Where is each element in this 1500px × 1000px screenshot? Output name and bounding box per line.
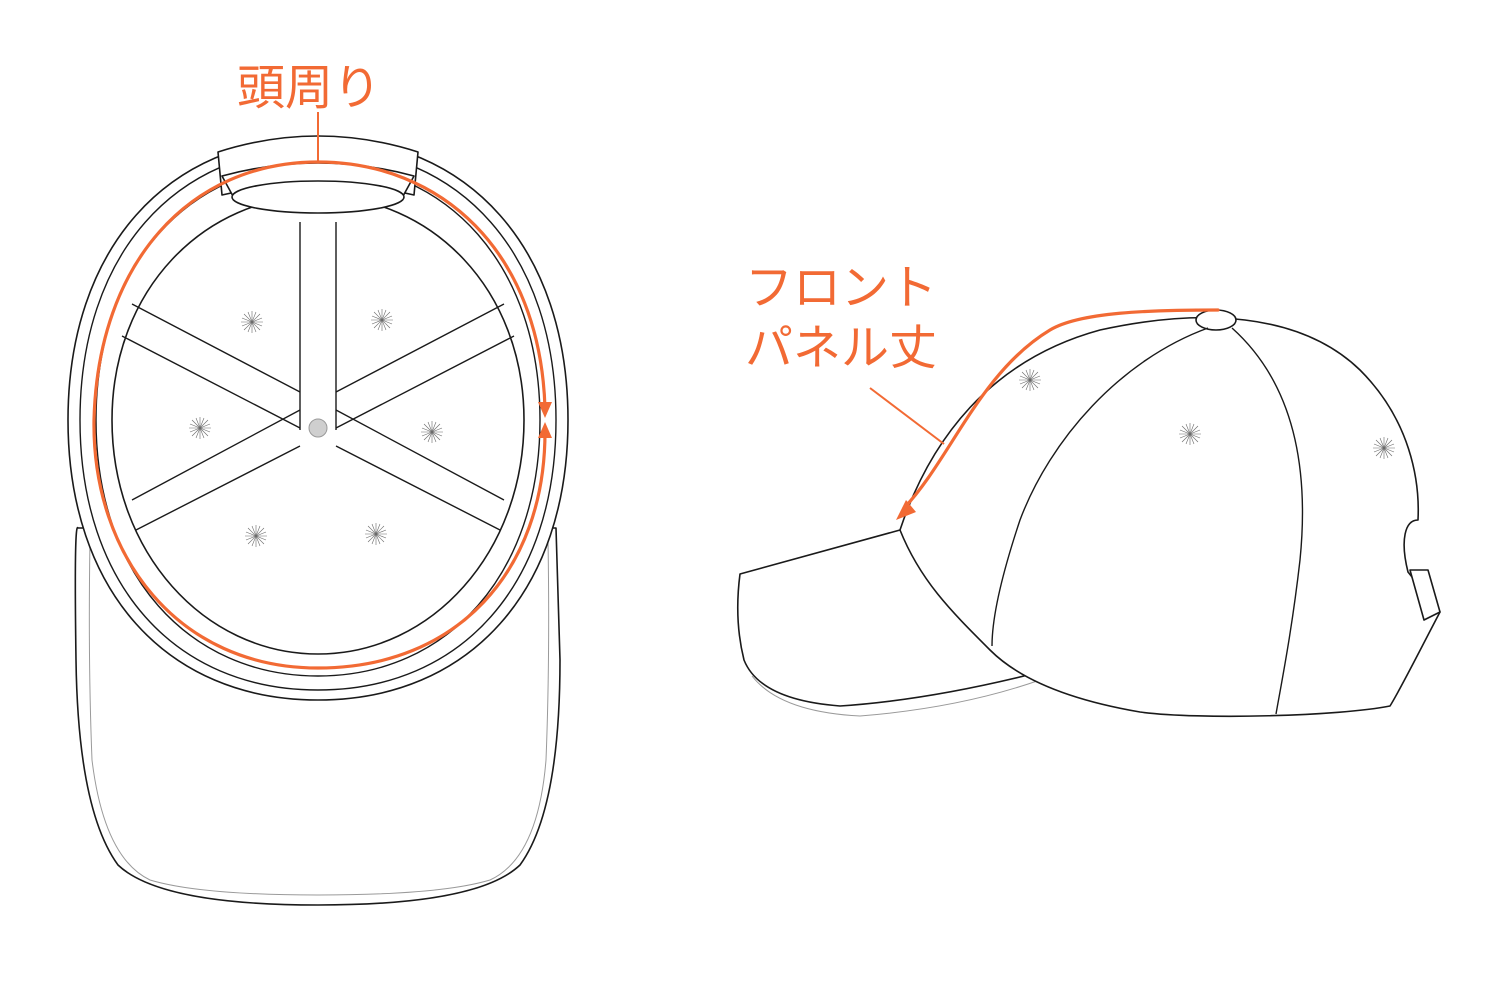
crown-rim-second-line — [79, 147, 557, 691]
side-seam-front — [991, 327, 1209, 647]
cap-bottom-view — [67, 112, 569, 906]
front-panel-label-line1: フロント — [745, 260, 937, 316]
side-back-strap — [1409, 569, 1441, 621]
seam-tapes — [121, 222, 515, 531]
brim-inner-edge — [88, 539, 550, 896]
side-brim-underline — [751, 675, 1041, 717]
side-seam-back — [1231, 327, 1304, 715]
cap-side-view — [736, 308, 1441, 718]
head-circumference-line — [92, 160, 547, 670]
arrowhead-up — [538, 422, 552, 438]
side-crown — [899, 316, 1441, 718]
front-panel-arrowhead — [896, 500, 916, 520]
front-panel-length-line — [902, 308, 1220, 510]
side-crown-button — [1195, 309, 1237, 331]
arrowhead-down — [538, 402, 552, 418]
front-panel-label-leader — [869, 387, 945, 445]
front-panel-label-line2: パネル丈 — [745, 320, 937, 376]
crown-button — [308, 418, 328, 438]
back-strap-hole — [231, 180, 405, 214]
head-circumference-label: 頭周り — [237, 60, 381, 116]
